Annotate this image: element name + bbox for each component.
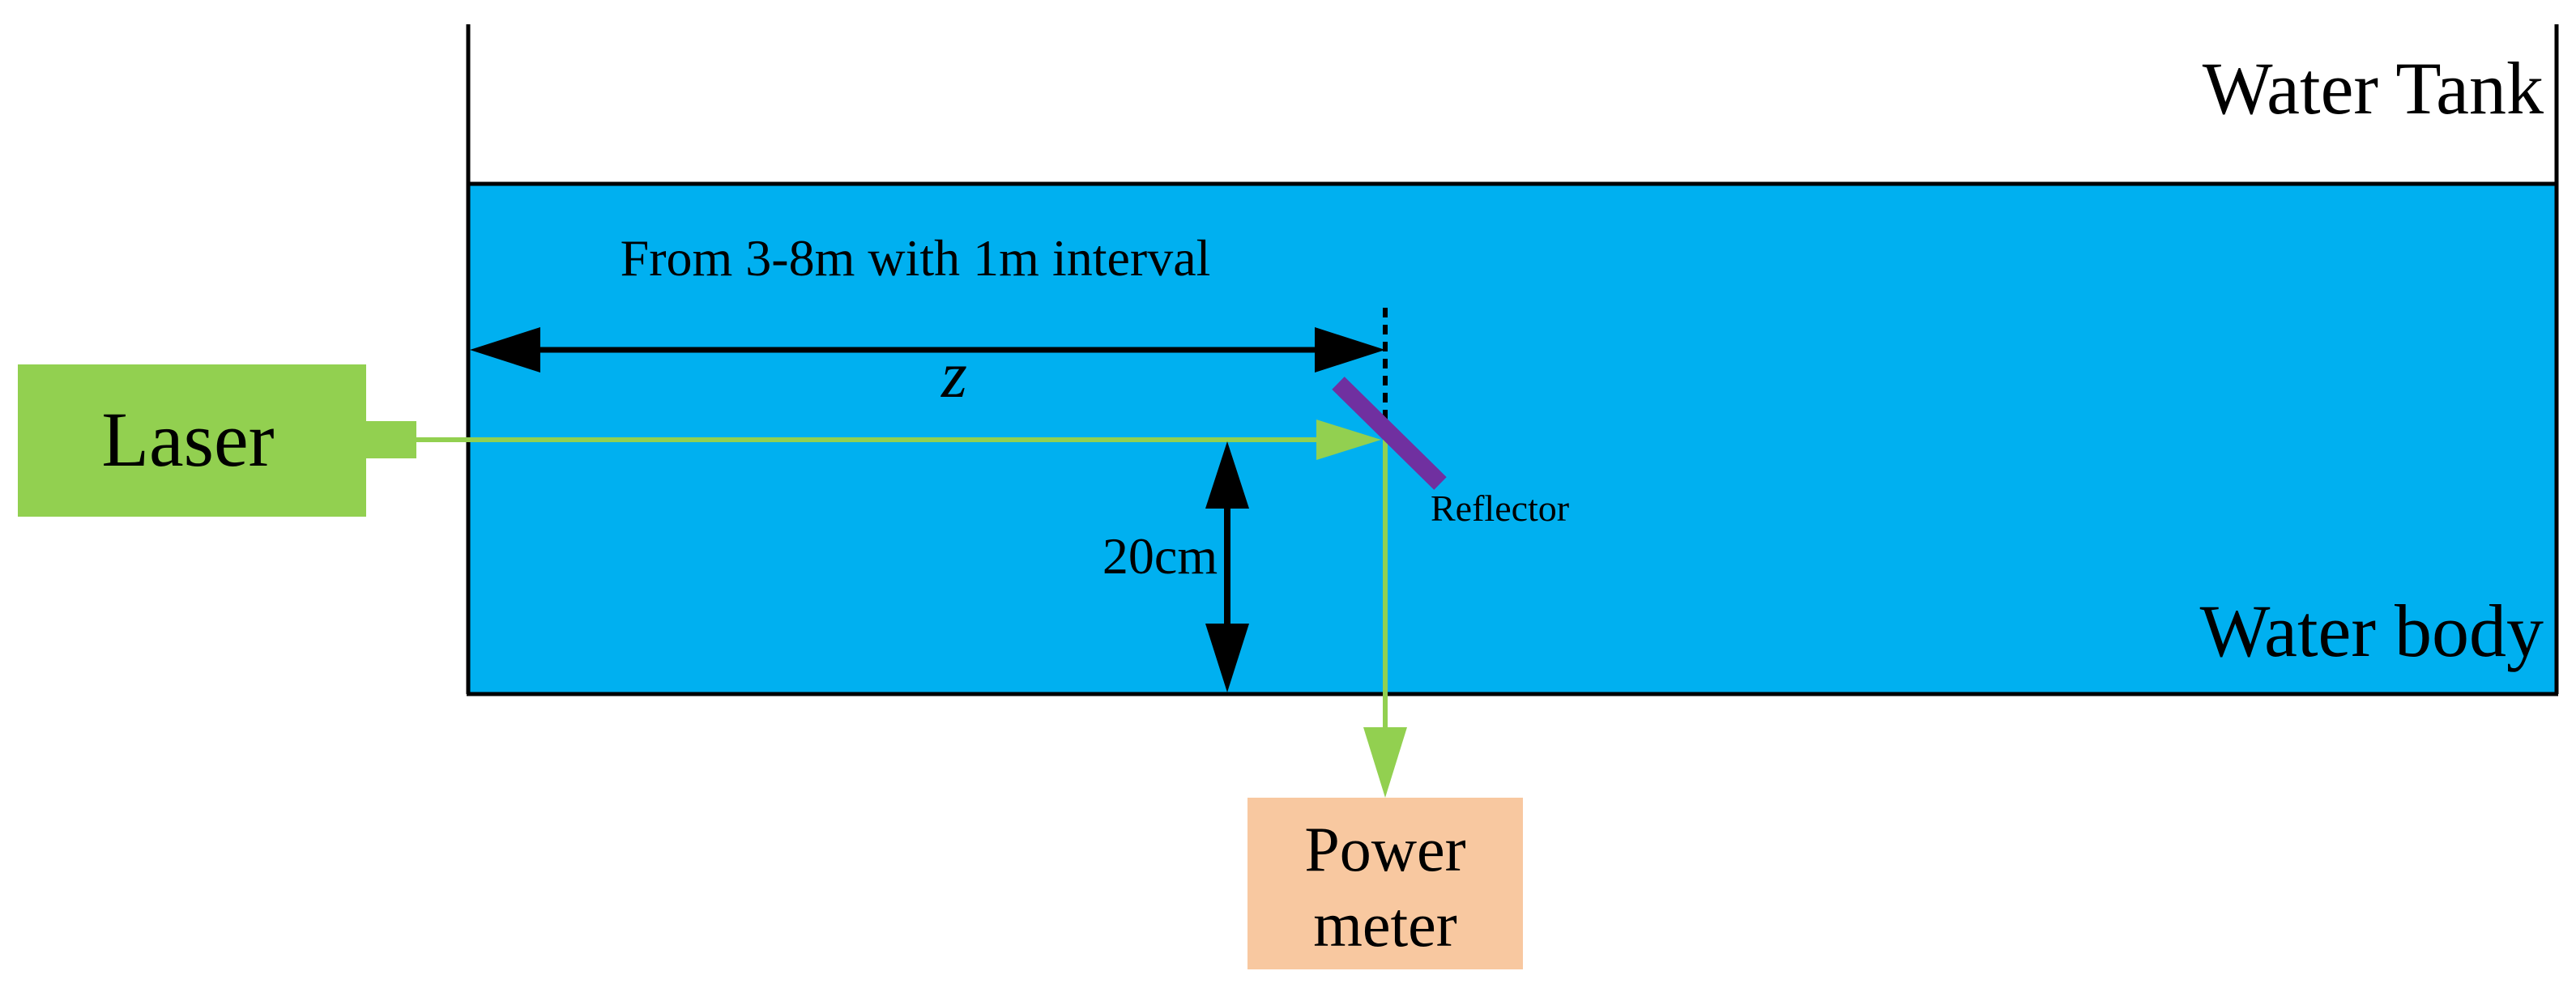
reflector [1332,377,1447,490]
depth-arrowhead-bottom [1205,624,1249,692]
water-body-label: Water body [2200,590,2544,672]
power-meter-box [1247,798,1523,969]
distance-range-label: From 3-8m with 1m interval [621,229,1211,287]
laser-label: Laser [101,396,274,483]
distance-arrowhead-right [1315,327,1385,373]
reflector-label: Reflector [1431,488,1569,529]
laser-nozzle [366,421,416,458]
water-tank-label: Water Tank [2203,47,2544,130]
power-meter-label-line2: meter [1313,889,1457,960]
power-meter-label-line1: Power [1304,814,1465,884]
depth-label: 20cm [1102,527,1218,585]
laser-box [18,364,366,517]
distance-symbol: z [940,338,967,411]
reflected-arrowhead [1363,727,1407,798]
beam-arrowhead [1316,419,1381,460]
depth-arrowhead-top [1205,441,1249,509]
distance-arrowhead-left [470,327,540,373]
